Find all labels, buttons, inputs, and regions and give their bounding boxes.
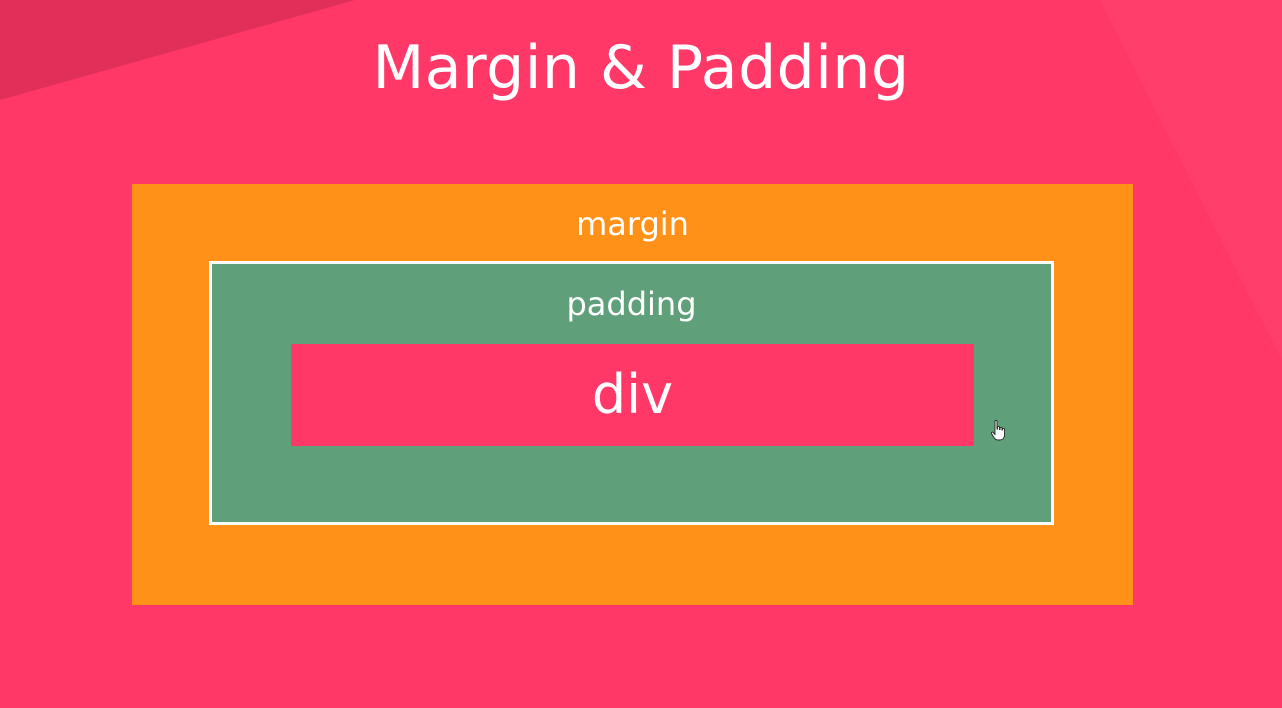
- hand-pointer-icon: [990, 420, 1005, 441]
- slide-title: Margin & Padding: [372, 33, 910, 103]
- div-label: div: [591, 363, 674, 426]
- margin-label: margin: [576, 205, 689, 243]
- div-box: div: [291, 344, 974, 446]
- padding-box: padding div: [209, 261, 1054, 525]
- padding-label: padding: [566, 285, 697, 323]
- margin-box: margin padding div: [132, 184, 1133, 605]
